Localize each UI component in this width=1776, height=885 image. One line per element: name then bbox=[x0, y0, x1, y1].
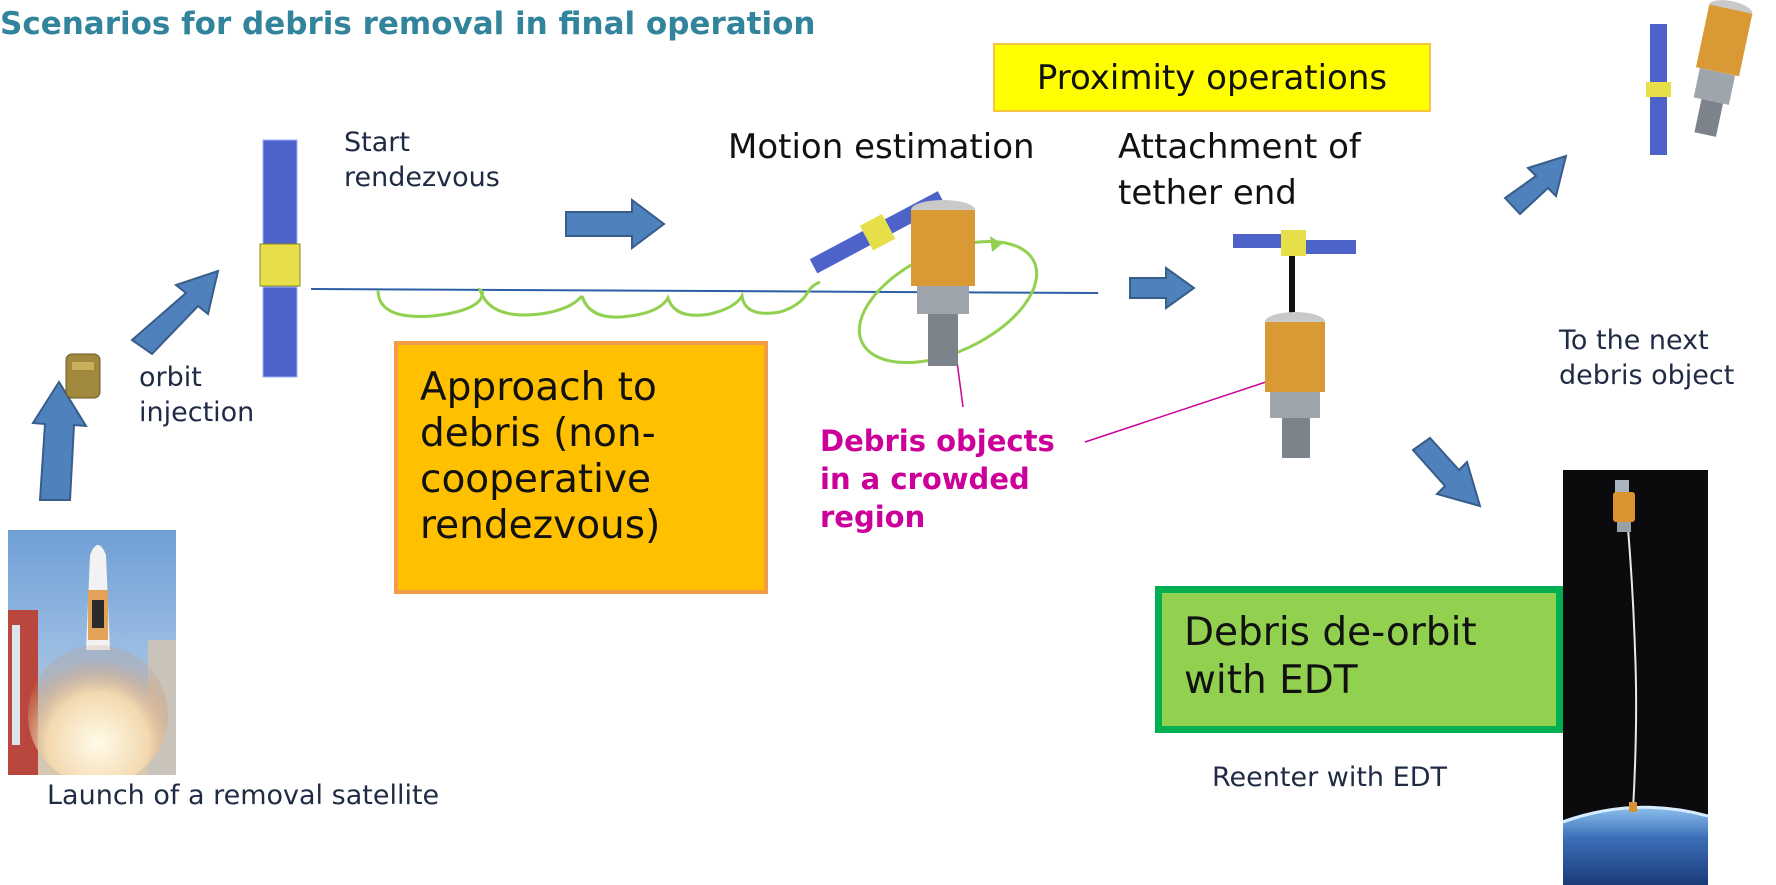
arrow-right-motion bbox=[1129, 266, 1196, 310]
arrow-diag-orbit bbox=[130, 269, 220, 356]
attachment-label: Attachment of tether end bbox=[1118, 127, 1361, 213]
orbit-injection-label: orbit injection bbox=[139, 362, 255, 428]
arrow-right-rendezvous bbox=[565, 198, 666, 250]
rendezvous-loops bbox=[376, 280, 821, 319]
reenter-label: Reenter with EDT bbox=[1212, 762, 1447, 793]
debris-objects-label: Debris objects in a crowded region bbox=[820, 424, 1055, 534]
satellite-attach-icon bbox=[1233, 230, 1356, 318]
satellite-start-icon bbox=[259, 139, 301, 378]
arrow-diag-next bbox=[1503, 154, 1568, 216]
arrow-down-deorbit bbox=[1411, 436, 1482, 508]
small-satellite-icon bbox=[65, 353, 101, 399]
launch-label: Launch of a removal satellite bbox=[47, 780, 440, 811]
debris-object-icon-3 bbox=[1693, 0, 1753, 137]
launch-rocket-image bbox=[8, 530, 176, 775]
debris-object-icon-2 bbox=[1265, 312, 1325, 458]
deorbit-box: Debris de-orbit with EDT bbox=[1155, 586, 1563, 733]
satellite-next-icon bbox=[1646, 24, 1671, 155]
debris-object-icon-1 bbox=[911, 200, 975, 366]
proximity-operations-box: Proximity operations bbox=[993, 43, 1431, 112]
arrow-up-launch bbox=[31, 380, 88, 501]
edt-reentry-image bbox=[1563, 470, 1708, 885]
pointer-line-2 bbox=[1084, 375, 1285, 443]
motion-estimation-label: Motion estimation bbox=[728, 127, 1035, 167]
start-rendezvous-label: Start rendezvous bbox=[344, 127, 500, 193]
approach-box: Approach to debris (non- cooperative ren… bbox=[394, 341, 768, 594]
page-title: Scenarios for debris removal in final op… bbox=[0, 6, 816, 42]
next-debris-label: To the next debris object bbox=[1559, 325, 1735, 391]
